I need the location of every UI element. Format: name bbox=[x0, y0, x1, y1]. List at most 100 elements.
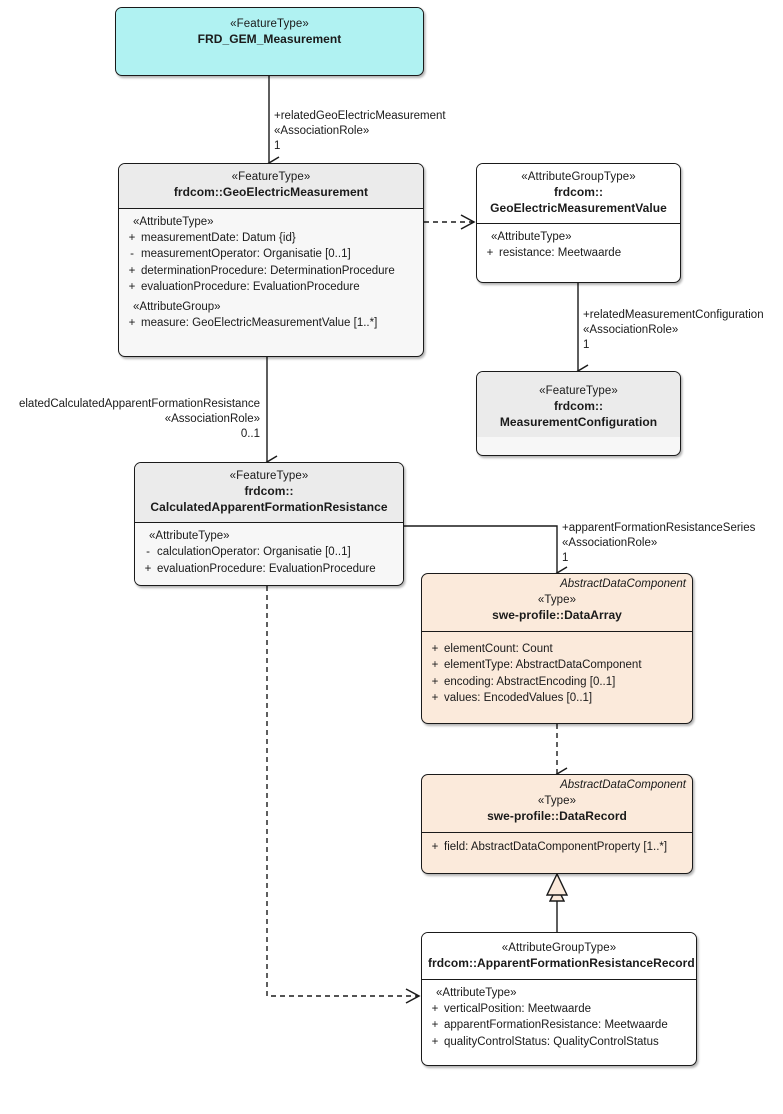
attribute-visibility: + bbox=[431, 659, 439, 672]
compartment-stereotype: «AttributeType» bbox=[149, 530, 230, 543]
attribute-row: - calculationOperator: Organisatie [0..1… bbox=[139, 544, 399, 561]
attribute-text: measure: GeoElectricMeasurementValue [1.… bbox=[141, 316, 378, 329]
attribute-text: evaluationProcedure: EvaluationProcedure bbox=[157, 562, 376, 575]
generalization-triangle bbox=[545, 872, 569, 896]
class-name: frdcom::GeoElectricMeasurement bbox=[173, 184, 369, 199]
attribute-row: + determinationProcedure: DeterminationP… bbox=[123, 263, 419, 280]
edge-multiplicity-label: 1 bbox=[583, 339, 590, 352]
class-box-data-record[interactable]: AbstractDataComponent «Type» swe-profile… bbox=[421, 774, 693, 874]
attribute-row: + apparentFormationResistance: Meetwaard… bbox=[426, 1017, 692, 1034]
attribute-text: measurementDate: Datum {id} bbox=[141, 231, 296, 244]
class-stereotype: «FeatureType» bbox=[230, 18, 309, 30]
class-header: «FeatureType» frdcom:: MeasurementConfig… bbox=[477, 372, 680, 438]
edge-multiplicity-label: 1 bbox=[274, 140, 281, 153]
compartment-stereotype: «AttributeType» bbox=[133, 215, 214, 228]
attribute-row: + measure: GeoElectricMeasurementValue [… bbox=[123, 315, 419, 332]
attribute-row: + encoding: AbstractEncoding [0..1] bbox=[426, 674, 688, 691]
attribute-visibility: + bbox=[431, 692, 439, 705]
attribute-text: resistance: Meetwaarde bbox=[499, 247, 622, 260]
abstract-type-label: AbstractDataComponent bbox=[560, 779, 686, 791]
edge-apparent-formation-resistance-series bbox=[404, 525, 568, 580]
class-stereotype: «AttributeGroupType» bbox=[521, 171, 636, 183]
class-header: «Type» swe-profile::DataArray bbox=[422, 591, 692, 631]
attribute-text: elementCount: Count bbox=[444, 642, 553, 655]
class-header: «AttributeGroupType» frdcom::ApparentFor… bbox=[422, 933, 696, 979]
attribute-text: evaluationProcedure: EvaluationProcedure bbox=[141, 281, 360, 294]
edge-stereotype-label: «AssociationRole» bbox=[164, 413, 260, 426]
class-name-line2: CalculatedApparentFormationResistance bbox=[150, 499, 388, 514]
class-header: «Type» swe-profile::DataRecord bbox=[422, 792, 692, 832]
attribute-text: determinationProcedure: DeterminationPro… bbox=[141, 264, 395, 277]
class-box-measurement-configuration[interactable]: «FeatureType» frdcom:: MeasurementConfig… bbox=[476, 371, 681, 456]
abstract-type-label: AbstractDataComponent bbox=[560, 578, 686, 590]
edge-label-apparent-formation-resistance-series: +apparentFormationResistanceSeries «Asso… bbox=[562, 521, 755, 567]
attribute-visibility: + bbox=[431, 1002, 439, 1015]
edge-role-label: elatedCalculatedApparentFormationResista… bbox=[18, 398, 260, 410]
class-box-frd-gem-measurement[interactable]: «FeatureType» FRD_GEM_Measurement bbox=[115, 7, 424, 76]
edge-stereotype-label: «AssociationRole» bbox=[583, 324, 679, 337]
attribute-row: + evaluationProcedure: EvaluationProcedu… bbox=[123, 279, 419, 296]
attribute-row: + elementCount: Count bbox=[426, 641, 688, 658]
attribute-text: encoding: AbstractEncoding [0..1] bbox=[444, 675, 616, 688]
attribute-row: + resistance: Meetwaarde bbox=[481, 245, 676, 262]
class-box-geoelectric-measurement[interactable]: «FeatureType» frdcom::GeoElectricMeasure… bbox=[118, 163, 424, 357]
class-name: swe-profile::DataArray bbox=[492, 607, 622, 622]
class-name-line1: frdcom:: bbox=[553, 398, 604, 413]
attribute-visibility: + bbox=[144, 562, 152, 575]
class-attributes: «AttributeType» + measurementDate: Datum… bbox=[119, 207, 423, 339]
attribute-visibility: + bbox=[128, 231, 136, 244]
edge-stereotype-label: «AssociationRole» bbox=[562, 537, 658, 550]
class-box-data-array[interactable]: AbstractDataComponent «Type» swe-profile… bbox=[421, 573, 693, 724]
class-header: «FeatureType» frdcom::GeoElectricMeasure… bbox=[119, 164, 423, 208]
class-box-calculated-apparent-formation-resistance[interactable]: «FeatureType» frdcom:: CalculatedApparen… bbox=[134, 462, 404, 586]
edge-role-label: +relatedMeasurementConfiguration bbox=[583, 309, 764, 321]
edge-role-label: +apparentFormationResistanceSeries bbox=[562, 522, 756, 534]
attribute-visibility: + bbox=[128, 264, 136, 277]
attribute-text: verticalPosition: Meetwaarde bbox=[444, 1002, 592, 1015]
attribute-visibility: + bbox=[431, 1019, 439, 1032]
class-stereotype: «FeatureType» bbox=[539, 385, 618, 397]
attribute-visibility: + bbox=[128, 316, 136, 329]
attribute-row: + evaluationProcedure: EvaluationProcedu… bbox=[139, 561, 399, 578]
edge-stereotype-label: «AssociationRole» bbox=[274, 125, 370, 138]
class-attributes: «AttributeType» - calculationOperator: O… bbox=[135, 522, 403, 585]
attribute-row: - measurementOperator: Organisatie [0..1… bbox=[123, 246, 419, 263]
attribute-visibility: + bbox=[431, 642, 439, 655]
class-attributes: + elementCount: Count + elementType: Abs… bbox=[422, 630, 692, 714]
attribute-text: field: AbstractDataComponentProperty [1.… bbox=[444, 840, 668, 853]
class-header: «FeatureType» FRD_GEM_Measurement bbox=[116, 8, 423, 55]
class-header: «FeatureType» frdcom:: CalculatedApparen… bbox=[135, 463, 403, 523]
class-box-geoelectric-measurement-value[interactable]: «AttributeGroupType» frdcom:: GeoElectri… bbox=[476, 163, 681, 283]
class-attributes: «AttributeType» + verticalPosition: Meet… bbox=[422, 978, 696, 1058]
edge-label-related-calculated-apparent-formation-resistance: elatedCalculatedApparentFormationResista… bbox=[0, 397, 260, 443]
edge-label-related-geoelectric-measurement: +relatedGeoElectricMeasurement «Associat… bbox=[274, 109, 446, 155]
attribute-visibility: + bbox=[431, 840, 439, 853]
attribute-row: + values: EncodedValues [0..1] bbox=[426, 690, 688, 707]
attribute-row: + elementType: AbstractDataComponent bbox=[426, 657, 688, 674]
class-stereotype: «FeatureType» bbox=[229, 470, 309, 482]
edge-calculated-to-record-dependency bbox=[266, 586, 421, 1004]
attribute-text: calculationOperator: Organisatie [0..1] bbox=[157, 546, 351, 559]
class-attributes: + field: AbstractDataComponentProperty [… bbox=[422, 831, 692, 863]
class-header: «AttributeGroupType» frdcom:: GeoElectri… bbox=[477, 164, 680, 224]
class-stereotype: «Type» bbox=[537, 795, 577, 807]
attribute-visibility: - bbox=[130, 248, 134, 261]
class-stereotype: «AttributeGroupType» bbox=[501, 942, 617, 954]
compartment-stereotype: «AttributeType» bbox=[491, 231, 572, 244]
attribute-text: qualityControlStatus: QualityControlStat… bbox=[444, 1035, 659, 1048]
attribute-row: + field: AbstractDataComponentProperty [… bbox=[426, 839, 688, 856]
class-stereotype: «FeatureType» bbox=[231, 171, 311, 183]
attribute-visibility: + bbox=[128, 281, 136, 294]
attribute-text: elementType: AbstractDataComponent bbox=[444, 659, 642, 672]
class-name: FRD_GEM_Measurement bbox=[197, 31, 342, 46]
edge-multiplicity-label: 1 bbox=[562, 552, 569, 565]
class-name: swe-profile::DataRecord bbox=[487, 808, 627, 823]
class-name-line1: frdcom:: bbox=[244, 483, 294, 498]
attribute-text: measurementOperator: Organisatie [0..1] bbox=[141, 248, 351, 261]
class-stereotype: «Type» bbox=[537, 594, 577, 606]
compartment-stereotype: «AttributeGroup» bbox=[133, 300, 221, 313]
class-box-apparent-formation-resistance-record[interactable]: «AttributeGroupType» frdcom::ApparentFor… bbox=[421, 932, 697, 1066]
attribute-visibility: + bbox=[431, 675, 439, 688]
class-name-line2: MeasurementConfiguration bbox=[499, 414, 658, 429]
